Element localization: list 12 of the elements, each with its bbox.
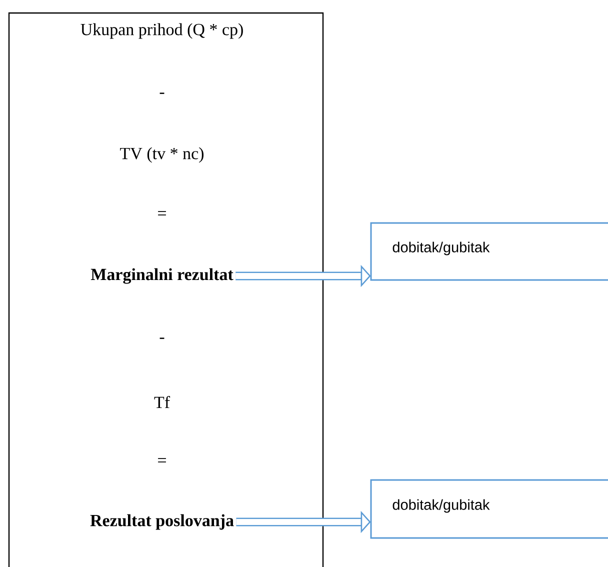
- calculation-box: [8, 12, 324, 567]
- result-text: Marginalni rezultat: [90, 268, 234, 284]
- operator-sign: =: [158, 458, 166, 462]
- operator-sign: -: [160, 338, 164, 339]
- result-box: dobitak/gubitak: [370, 222, 608, 281]
- operator-sign: =: [158, 211, 166, 216]
- formula-line: Ukupan prihod (Q * cp): [80, 23, 243, 39]
- operator-sign: Tf: [154, 396, 170, 408]
- result-text: Rezultat poslovanja: [90, 514, 234, 530]
- result-box: dobitak/gubitak: [370, 479, 608, 539]
- formula-line: TV (tv * nc): [120, 147, 204, 163]
- operator-sign: -: [160, 92, 164, 94]
